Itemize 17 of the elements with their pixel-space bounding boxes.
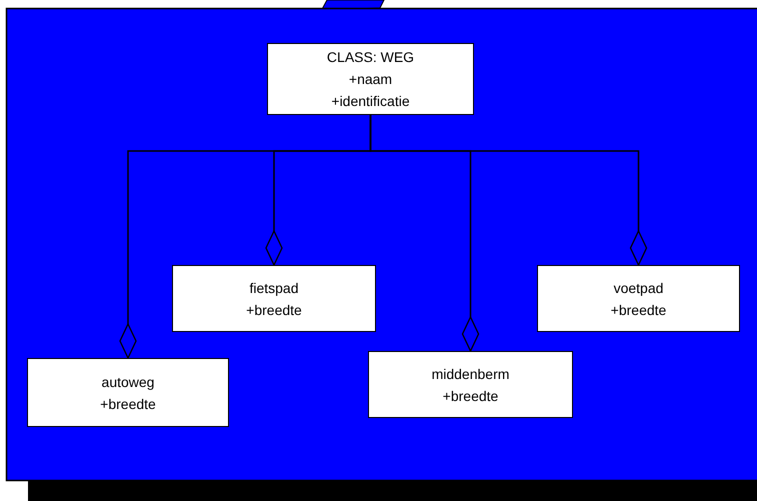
attribute-text: +breedte — [610, 300, 666, 320]
attribute-text: +naam — [348, 70, 392, 89]
class-name: voetpad — [614, 278, 664, 298]
attribute-text: +breedte — [246, 300, 302, 320]
class-box — [267, 43, 474, 115]
attribute-text: +breedte — [100, 394, 156, 414]
class-box — [27, 358, 229, 427]
class-name: fietspad — [249, 278, 299, 298]
class-box — [172, 265, 376, 332]
class-name: CLASS: WEG — [326, 48, 414, 67]
attribute-text: +breedte — [442, 386, 498, 406]
class-box — [537, 265, 740, 332]
class-name: middenberm — [432, 364, 510, 384]
class-name: autoweg — [102, 372, 154, 392]
class-box — [368, 351, 573, 418]
aggregation-connector — [370, 115, 648, 266]
attribute-text: +identificatie — [331, 92, 410, 111]
